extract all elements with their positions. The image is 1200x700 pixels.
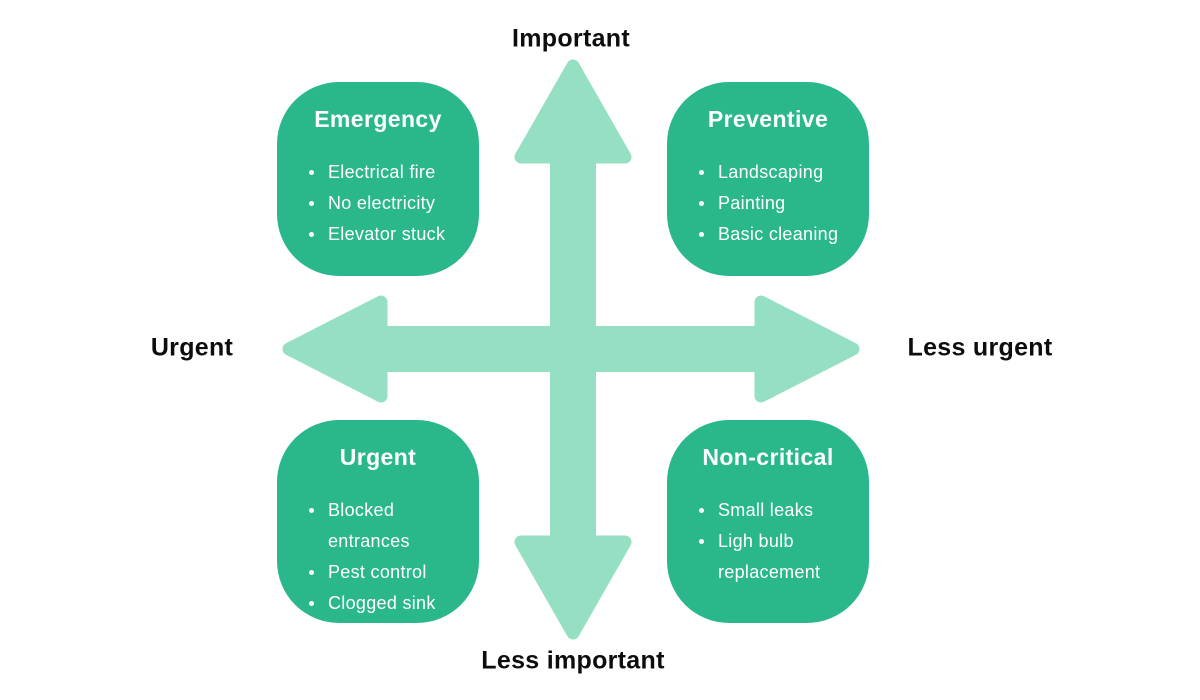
quadrant-non-critical: Non-critical Small leaks Ligh bulb repla… xyxy=(667,420,869,623)
quadrant-item-list: Landscaping Painting Basic cleaning xyxy=(681,157,855,250)
axis-label-less-important: Less important xyxy=(481,646,665,675)
list-item: Blocked entrances xyxy=(307,495,465,557)
horizontal-axis-arrow xyxy=(282,295,860,403)
axis-label-important: Important xyxy=(512,24,630,53)
list-item: Painting xyxy=(697,188,855,219)
list-item: Basic cleaning xyxy=(697,219,855,250)
list-item: Small leaks xyxy=(697,495,855,526)
list-item: Clogged sink xyxy=(307,588,465,619)
axis-label-urgent: Urgent xyxy=(150,333,234,362)
quadrant-title: Preventive xyxy=(707,106,829,132)
list-item: Electrical fire xyxy=(307,157,465,188)
list-item: Elevator stuck xyxy=(307,219,465,250)
list-item: Ligh bulb replacement xyxy=(697,526,855,588)
quadrant-emergency: Emergency Electrical fire No electricity… xyxy=(277,82,479,276)
list-item: Landscaping xyxy=(697,157,855,188)
list-item: No electricity xyxy=(307,188,465,219)
quadrant-title: Urgent xyxy=(339,444,417,470)
quadrant-urgent: Urgent Blocked entrances Pest control Cl… xyxy=(277,420,479,623)
quadrant-title: Emergency xyxy=(314,106,442,132)
quadrant-item-list: Small leaks Ligh bulb replacement xyxy=(681,495,855,588)
quadrant-item-list: Electrical fire No electricity Elevator … xyxy=(291,157,465,250)
axis-label-less-urgent: Less urgent xyxy=(907,333,1053,362)
quadrant-preventive: Preventive Landscaping Painting Basic cl… xyxy=(667,82,869,276)
quadrant-title: Non-critical xyxy=(702,444,834,470)
quadrant-item-list: Blocked entrances Pest control Clogged s… xyxy=(291,495,465,619)
list-item: Pest control xyxy=(307,557,465,588)
